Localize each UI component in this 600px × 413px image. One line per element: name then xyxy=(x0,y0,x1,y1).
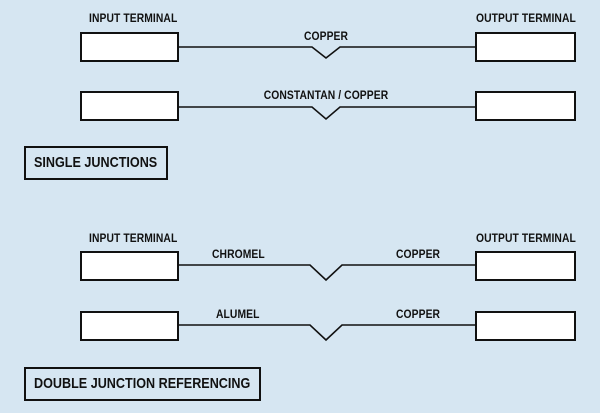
wire-single-1 xyxy=(178,46,476,60)
output-terminal-box xyxy=(475,311,576,341)
wire-double-1 xyxy=(178,264,476,282)
wire-label-copper: COPPER xyxy=(396,247,441,261)
input-terminal-label: INPUT TERMINAL xyxy=(89,231,178,245)
wire-label-copper: COPPER xyxy=(396,307,441,321)
wire-label-chromel: CHROMEL xyxy=(212,247,265,261)
input-terminal-box xyxy=(80,311,179,341)
wire-label-alumel: ALUMEL xyxy=(216,307,260,321)
wire-label-copper: COPPER xyxy=(303,29,349,43)
output-terminal-label: OUTPUT TERMINAL xyxy=(476,231,576,245)
output-terminal-box xyxy=(475,251,576,281)
output-terminal-box xyxy=(475,32,576,62)
input-terminal-label: INPUT TERMINAL xyxy=(89,11,178,25)
section-heading-double-junction-referencing: DOUBLE JUNCTION REFERENCING xyxy=(24,367,261,401)
input-terminal-box xyxy=(80,251,179,281)
output-terminal-label: OUTPUT TERMINAL xyxy=(476,11,576,25)
wire-label-constantan-copper: CONSTANTAN / COPPER xyxy=(263,88,389,102)
section-heading-single-junctions: SINGLE JUNCTIONS xyxy=(24,146,168,180)
output-terminal-box xyxy=(475,91,576,121)
wire-double-2 xyxy=(178,324,476,342)
input-terminal-box xyxy=(80,91,179,121)
input-terminal-box xyxy=(80,32,179,62)
wire-single-2 xyxy=(178,106,476,121)
